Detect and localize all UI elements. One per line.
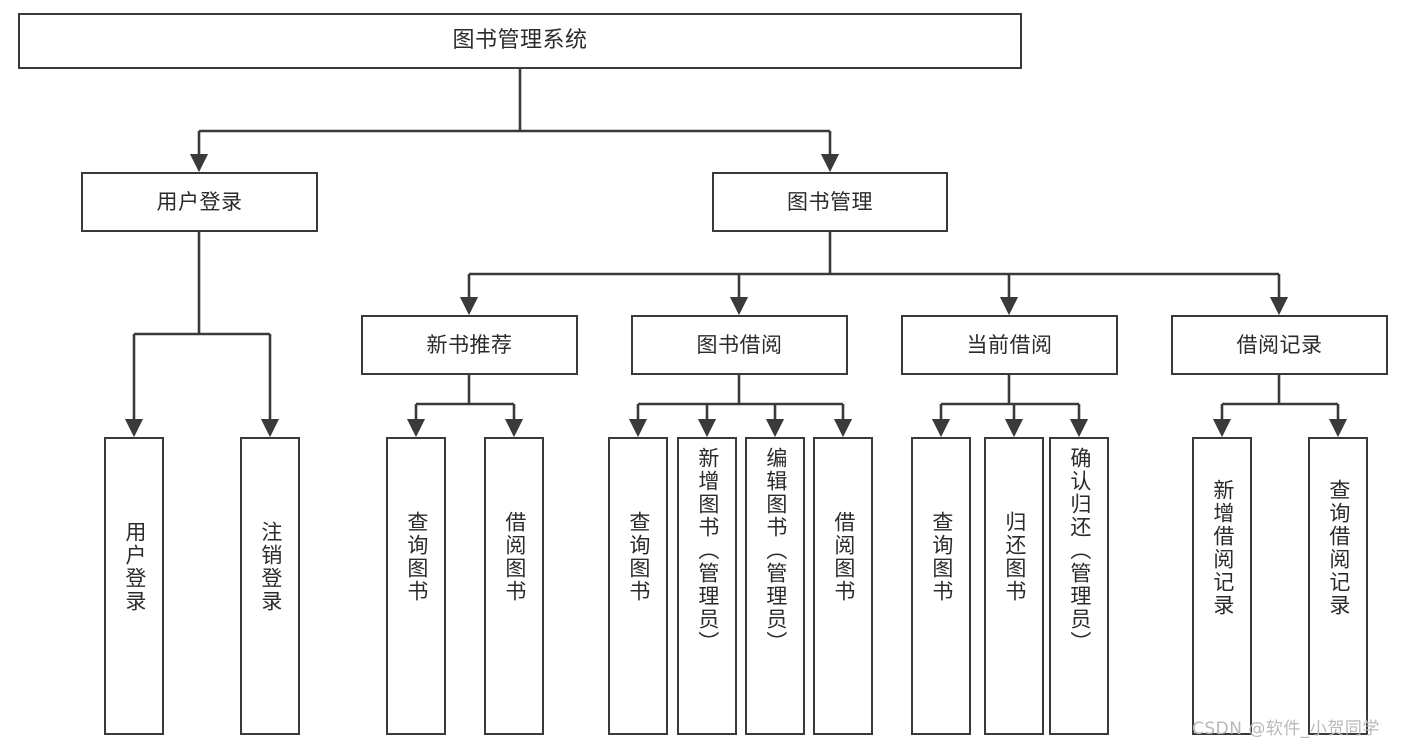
node-leaf-logout[interactable]: 注销登录 [240,437,300,735]
node-leaf-borrow-book-1-label: 借阅图书 [502,511,527,603]
node-leaf-query-book-1[interactable]: 查询图书 [386,437,446,735]
node-leaf-add-borrow-record-label: 新增借阅记录 [1210,479,1235,617]
node-root-label: 图书管理系统 [452,28,588,54]
node-leaf-add-book-admin[interactable]: 新增图书（管理员） [677,437,737,735]
node-user-login-label: 用户登录 [156,189,243,214]
node-leaf-confirm-return-admin-label: 确认归还（管理员） [1067,447,1092,654]
node-leaf-borrow-book-2[interactable]: 借阅图书 [813,437,873,735]
node-leaf-query-borrow-record[interactable]: 查询借阅记录 [1308,437,1368,735]
node-leaf-add-borrow-record[interactable]: 新增借阅记录 [1192,437,1252,735]
node-leaf-edit-book-admin[interactable]: 编辑图书（管理员） [745,437,805,735]
csdn-watermark: CSDN @软件_小贺同学 [1192,719,1380,739]
node-new-book-recommend[interactable]: 新书推荐 [361,315,578,375]
node-leaf-edit-book-admin-label: 编辑图书（管理员） [763,447,788,654]
node-leaf-borrow-book-1[interactable]: 借阅图书 [484,437,544,735]
node-book-borrow-label: 图书借阅 [696,332,783,357]
node-book-management[interactable]: 图书管理 [712,172,948,232]
node-root[interactable]: 图书管理系统 [18,13,1022,69]
node-leaf-query-book-3[interactable]: 查询图书 [911,437,971,735]
node-leaf-query-book-2-label: 查询图书 [626,511,651,603]
node-leaf-query-book-3-label: 查询图书 [929,511,954,603]
node-leaf-logout-label: 注销登录 [258,521,283,613]
node-leaf-query-book-2[interactable]: 查询图书 [608,437,668,735]
node-leaf-add-book-admin-label: 新增图书（管理员） [695,447,720,654]
node-leaf-return-book[interactable]: 归还图书 [984,437,1044,735]
node-borrow-records-label: 借阅记录 [1236,332,1323,357]
node-leaf-query-borrow-record-label: 查询借阅记录 [1326,479,1351,617]
node-current-borrow-label: 当前借阅 [966,332,1053,357]
node-book-borrow[interactable]: 图书借阅 [631,315,848,375]
node-leaf-confirm-return-admin[interactable]: 确认归还（管理员） [1049,437,1109,735]
node-current-borrow[interactable]: 当前借阅 [901,315,1118,375]
node-user-login[interactable]: 用户登录 [81,172,318,232]
node-book-management-label: 图书管理 [787,189,873,214]
node-leaf-return-book-label: 归还图书 [1002,511,1027,603]
node-leaf-user-login-label: 用户登录 [122,521,147,613]
node-leaf-borrow-book-2-label: 借阅图书 [831,511,856,603]
node-leaf-query-book-1-label: 查询图书 [404,511,429,603]
node-borrow-records[interactable]: 借阅记录 [1171,315,1388,375]
node-leaf-user-login[interactable]: 用户登录 [104,437,164,735]
node-new-book-recommend-label: 新书推荐 [426,332,513,357]
